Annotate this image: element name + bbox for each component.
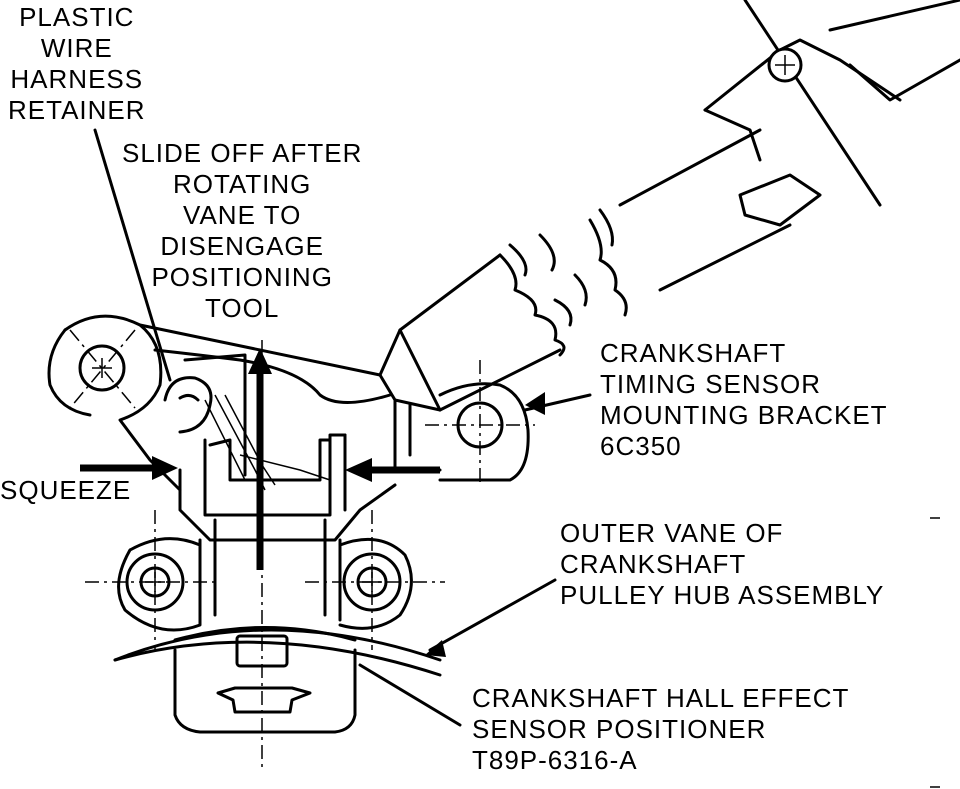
- positioning-tool: [163, 353, 397, 622]
- arrows: [80, 348, 545, 657]
- positioner-label: CRANKSHAFT HALL EFFECT SENSOR POSITIONER…: [472, 683, 850, 775]
- outer-vane-label: OUTER VANE OF CRANKSHAFT PULLEY HUB ASSE…: [560, 518, 885, 610]
- positioner-leader: [358, 663, 462, 727]
- vane-arrowhead: [425, 640, 446, 657]
- leader-lines: [93, 128, 592, 727]
- positioner-base: [173, 634, 357, 734]
- plastic-retainer-leader: [93, 128, 172, 382]
- plastic-retainer-label: PLASTIC WIRE HARNESS RETAINER: [8, 2, 146, 125]
- mounting-bracket: [393, 360, 535, 485]
- slide-off-arrowhead: [248, 348, 272, 374]
- slide-off-label: SLIDE OFF AFTER ROTATING VANE TO DISENGA…: [122, 138, 363, 323]
- squeeze-arrowhead-left: [152, 456, 178, 480]
- left-bolt: [85, 510, 220, 650]
- bracket-label: CRANKSHAFT TIMING SENSOR MOUNTING BRACKE…: [600, 338, 888, 461]
- right-bolt: [305, 510, 445, 650]
- squeeze-arrowhead-right: [345, 458, 372, 482]
- squeeze-label: SQUEEZE: [0, 475, 132, 505]
- sensor-cable-connector: [378, 0, 960, 412]
- outer-vane: [113, 626, 442, 677]
- edge-marks: [930, 517, 940, 788]
- upper-arm-lower-edge: [153, 348, 392, 404]
- bracket-arrowhead: [525, 392, 545, 415]
- outer-vane-leader: [428, 578, 557, 652]
